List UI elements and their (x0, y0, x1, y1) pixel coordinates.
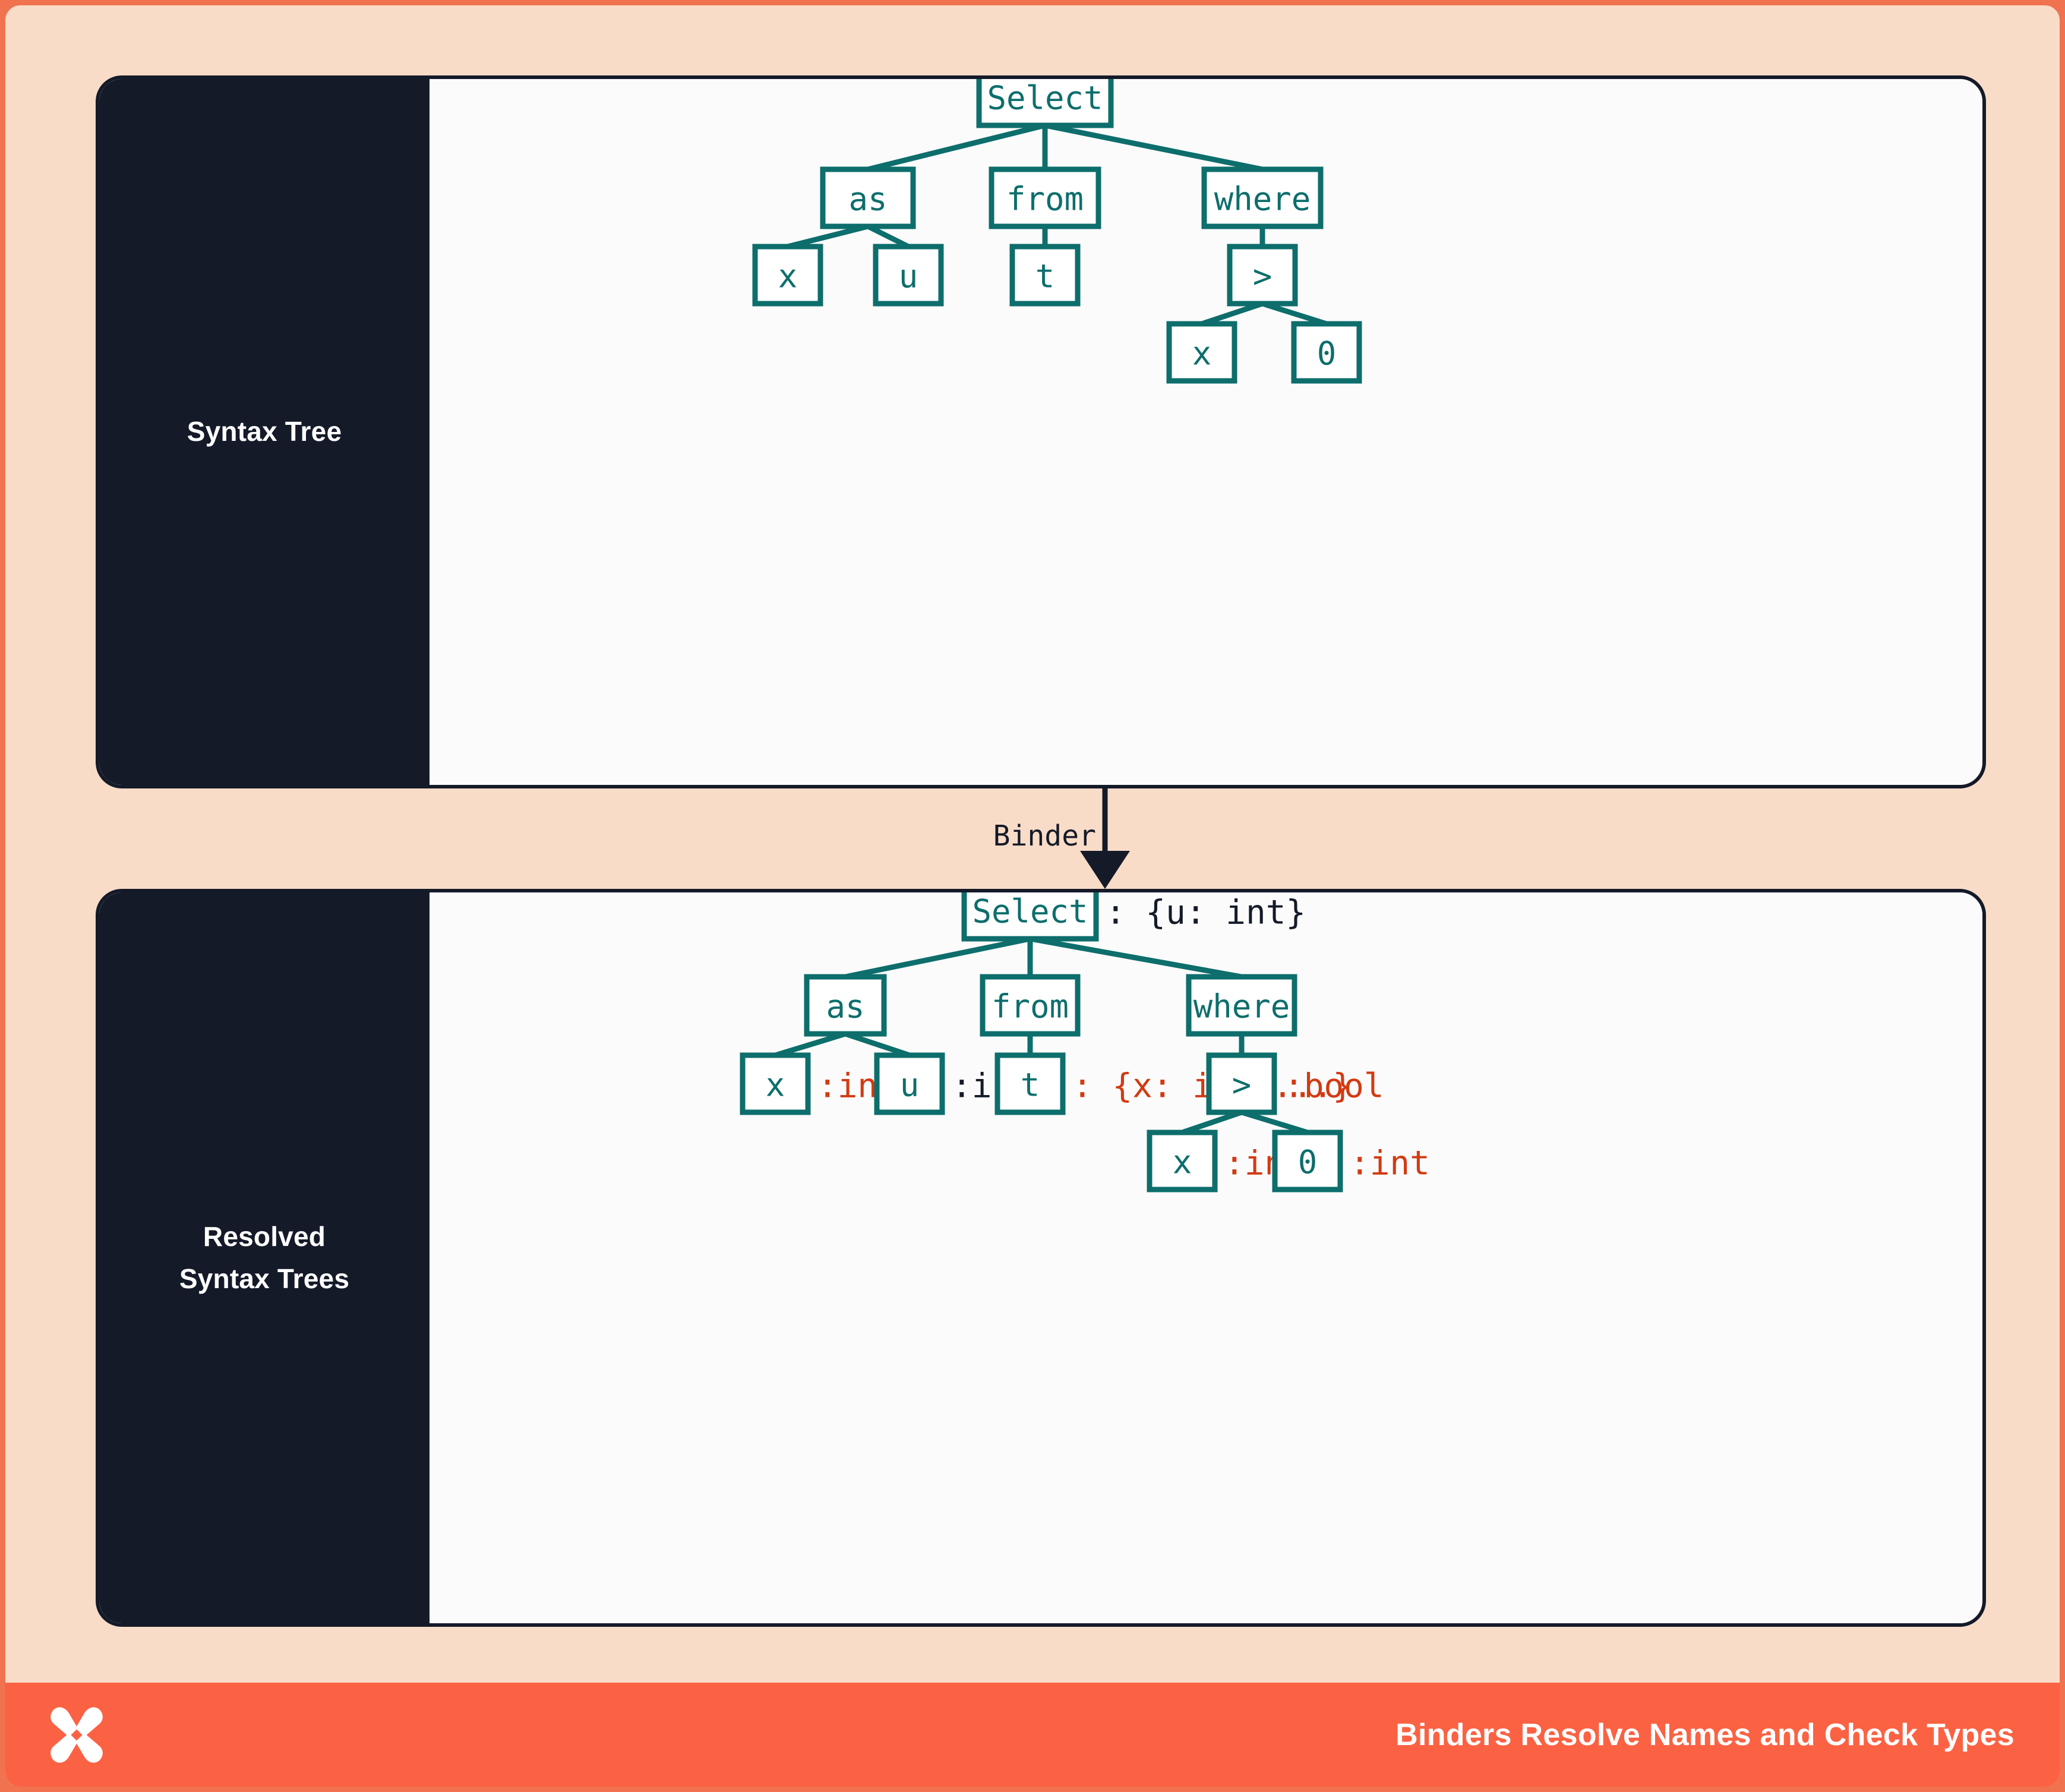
tree-node-label: x (778, 258, 798, 295)
down-arrow-icon (1080, 851, 1130, 889)
footer-bar: Binders Resolve Names and Check Types (5, 1683, 2060, 1787)
footer-title: Binders Resolve Names and Check Types (1395, 1717, 2015, 1752)
tree-edge (867, 122, 1046, 172)
tree-node[interactable]: > (1227, 244, 1298, 307)
binder-arrow-svg (1080, 788, 1130, 889)
type-annotation: : {u: int} (1106, 894, 1306, 932)
tree-node-box (874, 1052, 945, 1115)
tree-edge (1201, 301, 1264, 327)
resolved-syntax-trees-panel: Resolved Syntax Trees Select : {u: int} as… (96, 889, 1986, 1627)
tree-edge (844, 1031, 911, 1058)
tree-node[interactable]: x (1166, 321, 1237, 384)
tree-edge (845, 936, 1031, 980)
syntax-tree-canvas: Select as from where x u t > x 0 (430, 79, 1982, 785)
tree-node-box (804, 974, 887, 1037)
type-annotation: :bool (1284, 1067, 1384, 1106)
tree-node-label: x (1192, 335, 1212, 373)
resolved-syntax-trees-panel-label: Resolved Syntax Trees (99, 892, 430, 1623)
panel-label-text-line2: Syntax Trees (179, 1263, 350, 1294)
tree-node[interactable]: from (989, 166, 1101, 229)
tree-node[interactable]: as (804, 974, 887, 1037)
tree-node-label: 0 (1317, 335, 1337, 373)
binder-label: Binder (993, 819, 1096, 853)
binder-connector: Binder (96, 788, 1986, 889)
tree-node-label: 0 (1298, 1144, 1318, 1181)
tree-node[interactable]: from (980, 974, 1081, 1037)
tree-node-box (1147, 1130, 1218, 1192)
tree-edge (1261, 301, 1328, 327)
tree-node-label: > (1253, 258, 1273, 295)
tree-edge (1030, 936, 1242, 980)
tree-edge (774, 1031, 847, 1058)
tree-node-box (752, 244, 823, 307)
tree-node-box (1201, 166, 1324, 229)
type-annotation: :int (1350, 1144, 1430, 1183)
tree-node[interactable]: 0 (1291, 321, 1362, 384)
tree-edge (1181, 1109, 1243, 1135)
tree-node-label: x (1173, 1144, 1192, 1181)
tree-node-box (1272, 1130, 1343, 1192)
tree-node-label: u (899, 258, 918, 295)
tree-node-box (1206, 1052, 1277, 1115)
tree-node-box (961, 892, 1099, 942)
tree-node-box (873, 244, 944, 307)
tree-node-box (980, 974, 1081, 1037)
tree-node-label: from (992, 988, 1069, 1026)
tree-node[interactable]: u (873, 244, 944, 307)
tree-node[interactable]: where (1186, 974, 1297, 1037)
tree-node[interactable]: where (1201, 166, 1324, 229)
tree-node-label: as (848, 181, 887, 218)
tree-node[interactable]: Select (976, 79, 1114, 128)
tree-node-box (820, 166, 916, 229)
tree-edge (1240, 1109, 1309, 1135)
tree-node[interactable]: x (752, 244, 823, 307)
tree-node[interactable]: 0 :int (1272, 1130, 1430, 1192)
x-mark-logo-icon (50, 1706, 103, 1763)
tree-node-box (740, 1052, 811, 1115)
tree-node-label: Select (972, 893, 1088, 930)
tree-node-box (1166, 321, 1237, 384)
tree-node-label: u (900, 1067, 920, 1104)
x-mark-logo (46, 1704, 108, 1766)
tree-node-box (1227, 244, 1298, 307)
tree-node-label: > (1232, 1067, 1252, 1104)
panel-label-text: Syntax Tree (187, 416, 342, 447)
tree-node-box (1291, 321, 1362, 384)
tree-node-label: t (1035, 258, 1055, 295)
tree-node-box (989, 166, 1101, 229)
syntax-tree-svg: Select as from where x u t > x 0 (752, 79, 1362, 384)
tree-node-label: where (1214, 181, 1311, 218)
tree-node[interactable]: > :bool (1206, 1052, 1384, 1115)
tree-node[interactable]: t (1009, 244, 1081, 307)
tree-node-box (994, 1052, 1066, 1115)
tree-edge (1044, 122, 1263, 172)
tree-edge (787, 223, 869, 250)
tree-node-label: as (826, 988, 864, 1026)
tree-node-label: t (1021, 1067, 1040, 1104)
tree-node[interactable]: Select : {u: int} (961, 892, 1306, 942)
tree-node-box (1009, 244, 1081, 307)
tree-node-box (1186, 974, 1297, 1037)
syntax-tree-panel: Syntax Tree Select as from where x u t > x 0 (96, 75, 1986, 788)
tree-node-label: Select (987, 80, 1103, 117)
tree-node[interactable]: as (820, 166, 916, 229)
tree-node-label: where (1193, 988, 1290, 1026)
syntax-tree-panel-label: Syntax Tree (99, 79, 430, 785)
tree-edge (866, 223, 910, 250)
panel-label-text-line1: Resolved (203, 1220, 326, 1252)
tree-node-box (976, 79, 1114, 128)
tree-node-label: x (766, 1067, 785, 1104)
tree-node-label: from (1006, 181, 1084, 218)
